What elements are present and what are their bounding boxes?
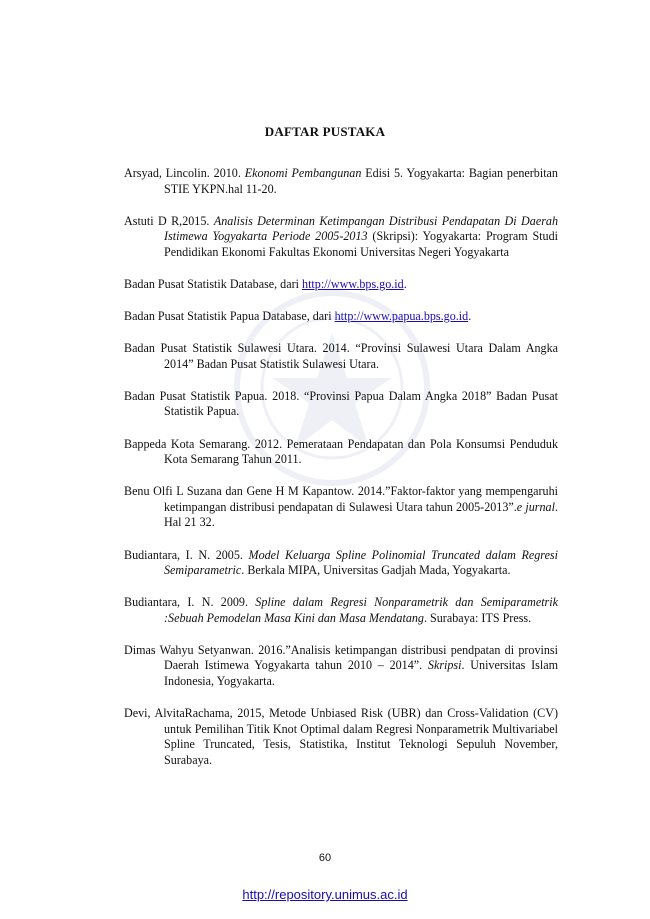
page-title: DAFTAR PUSTAKA — [264, 124, 386, 139]
reference-text: Badan Pusat Statistik Sulawesi Utara. 20… — [124, 341, 558, 371]
reference-text: Devi, AlvitaRachama, 2015, Metode Unbias… — [124, 706, 558, 767]
reference-text: . Surabaya: ITS Press. — [423, 610, 532, 625]
page-number: 60 — [318, 852, 332, 864]
reference-title-italic: Skripsi — [427, 658, 462, 673]
reference-entry: Budiantara, I. N. 2005. Model Keluarga S… — [124, 548, 558, 579]
reference-entry: Badan Pusat Statistik Sulawesi Utara. 20… — [124, 341, 558, 372]
reference-text: Badan Pusat Statistik Database, dari — [124, 276, 303, 291]
reference-text: Budiantara, I. N. 2009. — [124, 595, 256, 610]
reference-link[interactable]: http://www.bps.go.id — [302, 276, 404, 291]
reference-text: Budiantara, I. N. 2005. — [124, 547, 249, 562]
reference-text: Badan Pusat Statistik Papua Database, da… — [124, 309, 335, 324]
reference-list: Arsyad, Lincolin. 2010. Ekonomi Pembangu… — [124, 166, 558, 785]
reference-entry: Dimas Wahyu Setyanwan. 2016.”Analisis ke… — [124, 643, 558, 690]
reference-entry: Badan Pusat Statistik Database, dari htt… — [124, 277, 558, 293]
reference-title-italic: Model Keluarga Spline Polinomial Truncat… — [164, 547, 559, 578]
reference-entry: Benu Olfi L Suzana dan Gene H M Kapantow… — [124, 484, 558, 531]
repository-link[interactable]: http://repository.unimus.ac.id — [242, 887, 408, 902]
reference-text: Edisi 5. Yogyakarta: Bagian penerbitan S… — [164, 166, 558, 196]
reference-title-italic: Analisis Determinan Ketimpangan Distribu… — [164, 213, 558, 244]
reference-text: Benu Olfi L Suzana dan Gene H M Kapantow… — [124, 484, 558, 514]
reference-text: . Berkala MIPA, Universitas Gadjah Mada,… — [241, 563, 511, 578]
reference-entry: Badan Pusat Statistik Papua Database, da… — [124, 309, 558, 325]
reference-entry: Budiantara, I. N. 2009. Spline dalam Reg… — [124, 595, 558, 626]
reference-text: Bappeda Kota Semarang. 2012. Pemerataan … — [124, 436, 558, 467]
reference-title-italic: Ekonomi Pembangunan — [244, 166, 362, 180]
reference-entry: Astuti D R,2015. Analisis Determinan Ket… — [124, 214, 558, 261]
reference-title-italic: Spline dalam Regresi Nonparametrik dan S… — [164, 595, 558, 625]
reference-text: Astuti D R,2015. — [124, 213, 214, 228]
reference-text: . Hal 21 32. — [164, 499, 558, 530]
reference-title-italic: e jurnal — [516, 499, 555, 514]
reference-text: (Skripsi): Yogyakarta: Program Studi Pen… — [164, 229, 558, 259]
reference-text: . — [403, 276, 407, 291]
reference-text: . Universitas Islam Indonesia, Yogyakart… — [164, 658, 558, 689]
reference-link[interactable]: http://www.papua.bps.go.id — [334, 309, 469, 324]
reference-text: Dimas Wahyu Setyanwan. 2016.”Analisis ke… — [124, 642, 558, 673]
reference-text: Badan Pusat Statistik Papua. 2018. “Prov… — [124, 388, 558, 419]
footer-repository: http://repository.unimus.ac.id — [0, 887, 650, 902]
reference-entry: Badan Pusat Statistik Papua. 2018. “Prov… — [124, 389, 558, 420]
reference-text: . — [468, 309, 472, 324]
reference-entry: Arsyad, Lincolin. 2010. Ekonomi Pembangu… — [124, 166, 558, 197]
reference-text: Arsyad, Lincolin. 2010. — [124, 166, 245, 180]
reference-entry: Bappeda Kota Semarang. 2012. Pemerataan … — [124, 437, 558, 468]
reference-entry: Devi, AlvitaRachama, 2015, Metode Unbias… — [124, 706, 558, 768]
